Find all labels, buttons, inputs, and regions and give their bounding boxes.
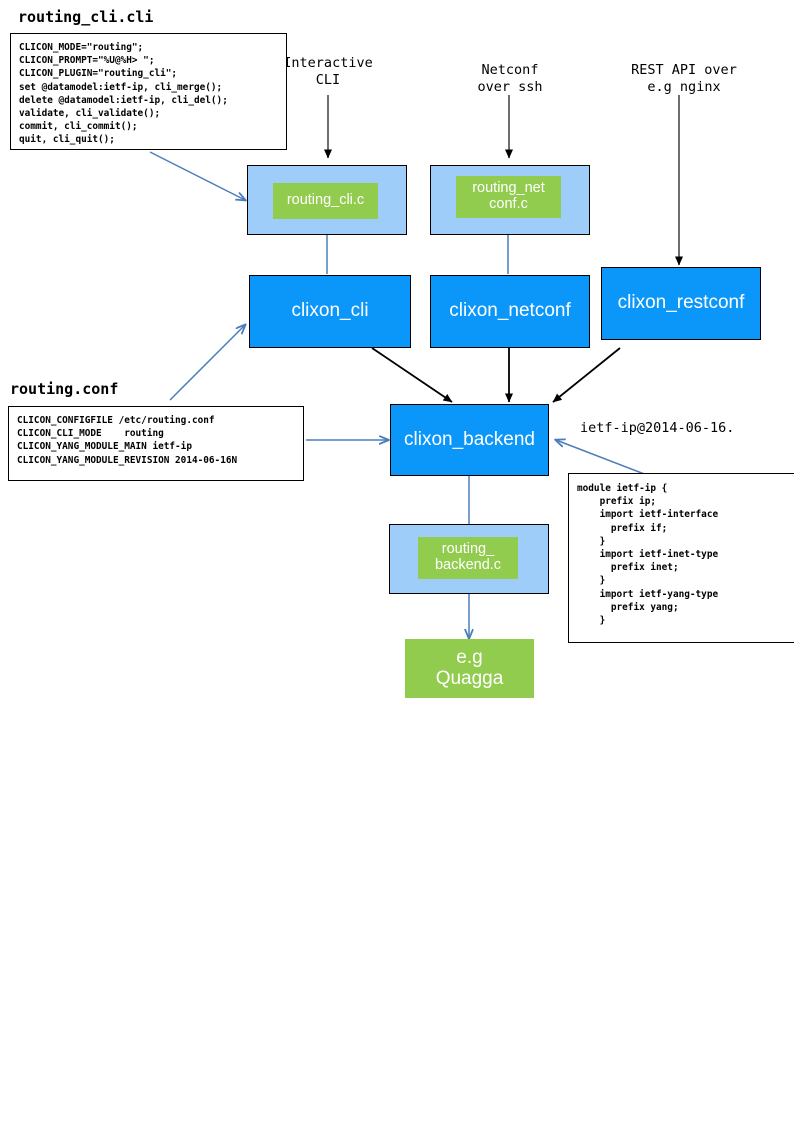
routing-cli-cli-title: routing_cli.cli (18, 8, 154, 26)
routing-conf-title: routing.conf (10, 380, 119, 398)
backend-plugin-container: routing_ backend.c (389, 524, 549, 594)
arrow-cli-config-to-plugin (149, 151, 245, 200)
routing-backend-c-label: routing_ backend.c (434, 541, 502, 573)
quagga-box[interactable]: e.g Quagga (405, 639, 534, 698)
clixon-netconf-box[interactable]: clixon_netconf (430, 275, 590, 348)
clixon-cli-label: clixon_cli (291, 300, 369, 322)
interactive-cli-label: Interactive CLI (283, 55, 373, 88)
rest-api-label: REST API over e.g nginx (631, 62, 737, 95)
clixon-restconf-label: clixon_restconf (617, 292, 745, 314)
routing-cli-c-box[interactable]: routing_cli.c (273, 183, 378, 219)
routing-cli-cli-codebox: CLICON_MODE="routing"; CLICON_PROMPT="%U… (10, 33, 287, 150)
netconf-over-ssh-label: Netconf over ssh (477, 62, 543, 95)
routing-conf-codebox: CLICON_CONFIGFILE /etc/routing.conf CLIC… (8, 406, 304, 481)
clixon-backend-label: clixon_backend (404, 428, 535, 450)
yang-file-label: ietf-ip@2014-06-16. (580, 420, 735, 436)
yang-module-code: module ietf-ip { prefix ip; import ietf-… (577, 483, 719, 627)
arrow-clixoncli-to-backend (371, 347, 453, 403)
cli-plugin-container: routing_cli.c (247, 165, 407, 235)
yang-module-codebox: module ietf-ip { prefix ip; import ietf-… (568, 473, 794, 643)
clixon-backend-box[interactable]: clixon_backend (390, 404, 549, 476)
routing-netconf-c-label: routing_net conf.c (472, 180, 545, 212)
routing-netconf-c-box[interactable]: routing_net conf.c (456, 176, 561, 218)
routing-cli-c-label: routing_cli.c (286, 192, 365, 209)
arrow-clixonrestconf-to-backend (552, 347, 621, 403)
arrow-routingconf-to-clixoncli (169, 325, 245, 401)
clixon-netconf-label: clixon_netconf (449, 300, 571, 322)
routing-cli-cli-code: CLICON_MODE="routing"; CLICON_PROMPT="%U… (19, 42, 228, 146)
clixon-cli-box[interactable]: clixon_cli (249, 275, 411, 348)
clixon-restconf-box[interactable]: clixon_restconf (601, 267, 761, 340)
routing-backend-c-box[interactable]: routing_ backend.c (418, 537, 518, 579)
routing-conf-code: CLICON_CONFIGFILE /etc/routing.conf CLIC… (17, 415, 238, 466)
quagga-label: e.g Quagga (435, 646, 504, 689)
netconf-plugin-container: routing_net conf.c (430, 165, 590, 235)
